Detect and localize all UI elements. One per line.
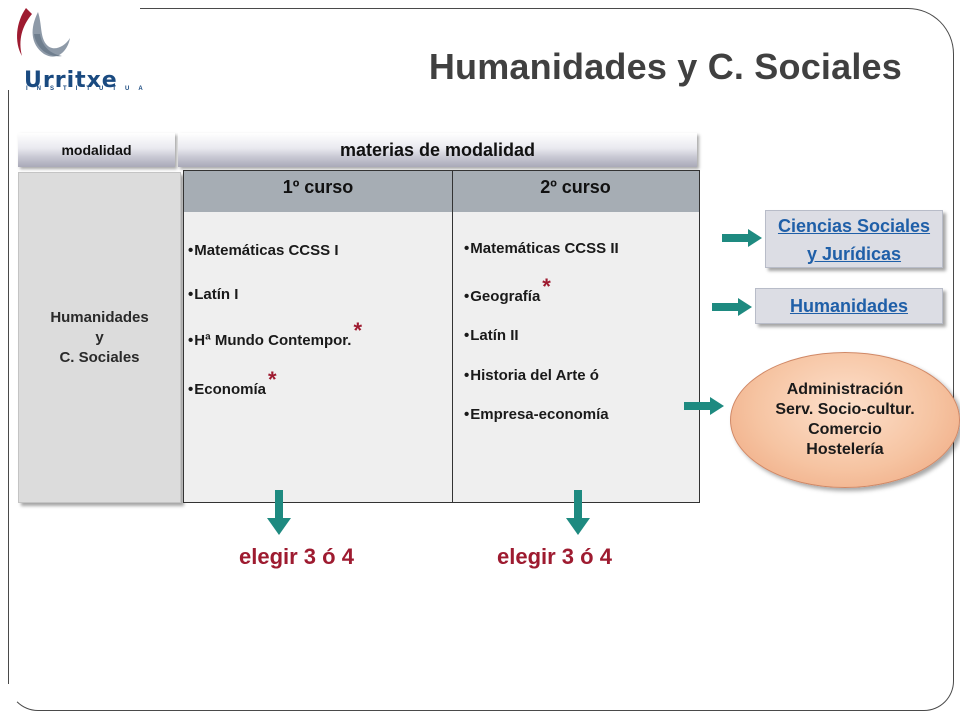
logo: Urritxe INSTITUTUA [8, 4, 143, 93]
choose-label-1: elegir 3 ó 4 [239, 544, 354, 569]
down-arrow-icon [566, 490, 590, 535]
modality-name: Humanidades y C. Sociales [50, 308, 149, 366]
list-item: Matemáticas CCSS I [188, 235, 341, 261]
list-item: Hª Mundo Contempor.* [188, 318, 362, 351]
right-arrow-icon [722, 229, 762, 247]
list-item: Latín I [188, 279, 240, 305]
subjects-table: 1º curso 2º curso Matemáticas CCSS I Lat… [183, 170, 700, 503]
vocational-options-oval: Administración Serv. Socio-cultur. Comer… [730, 352, 960, 488]
modality-cell: Humanidades y C. Sociales [18, 172, 181, 503]
vocational-options-text: Administración Serv. Socio-cultur. Comer… [775, 381, 915, 458]
page-title: Humanidades y C. Sociales [428, 46, 902, 87]
logo-subtitle: INSTITUTUA [26, 86, 152, 92]
list-item: Historia del Arte ó [464, 360, 601, 386]
ciencias-sociales-line2: y Jurídicas [806, 244, 902, 264]
column-header-2: 2º curso [452, 171, 699, 212]
list-item: Geografía* [464, 274, 551, 307]
slide-frame [8, 8, 954, 711]
logo-mark-icon [17, 8, 70, 57]
column-divider [452, 171, 453, 502]
logo-name: Urritxe [24, 68, 118, 93]
list-item: Economía* [188, 367, 276, 400]
list-item: Latín II [464, 320, 521, 346]
ciencias-sociales-link[interactable]: Ciencias Sociales y Jurídicas [765, 210, 943, 268]
humanidades-link[interactable]: Humanidades [755, 288, 943, 324]
ciencias-sociales-line1: Ciencias Sociales [777, 216, 931, 236]
list-item: Empresa-economía [464, 399, 611, 425]
modalidad-header: modalidad [18, 133, 175, 167]
materias-header: materias de modalidad [178, 133, 697, 167]
humanidades-label: Humanidades [789, 296, 909, 316]
down-arrow-icon [267, 490, 291, 535]
choose-label-2: elegir 3 ó 4 [497, 544, 612, 569]
right-arrow-icon [712, 298, 752, 316]
column-header-1: 1º curso [184, 171, 452, 212]
list-item: Matemáticas CCSS II [464, 233, 621, 259]
slide-frame-left-edge [8, 90, 9, 684]
right-arrow-icon [684, 397, 724, 415]
